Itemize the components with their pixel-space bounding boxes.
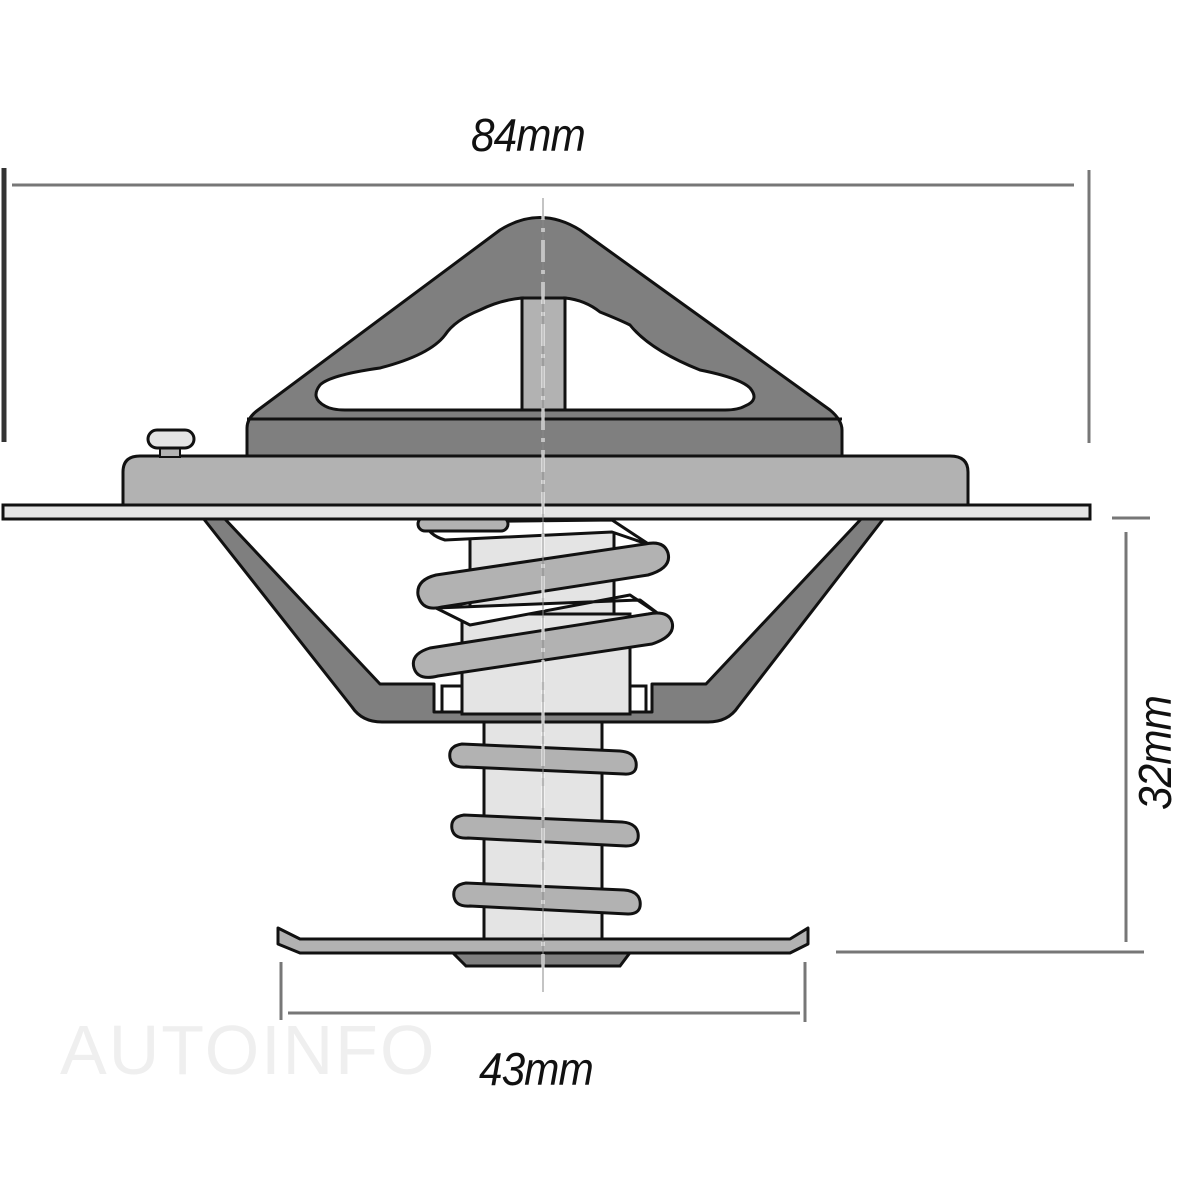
bridge-right-window — [563, 296, 756, 412]
watermark-logo: AUTOINFO — [60, 1011, 437, 1089]
lower-frame — [201, 516, 886, 724]
height-label: 32mm — [1129, 696, 1181, 810]
lower-coil-3 — [452, 881, 642, 916]
body-width-label: 43mm — [478, 1043, 594, 1095]
flange-plate — [1, 503, 1092, 521]
spring-back-coil-2 — [434, 593, 662, 627]
overall-width-label: 84mm — [470, 109, 586, 161]
lower-coil-2 — [450, 813, 640, 848]
lower-spring — [448, 742, 642, 916]
main-body — [121, 454, 970, 507]
bridge-left-window — [314, 296, 524, 412]
dimension-lines — [1, 168, 1150, 1022]
pin-head — [146, 428, 196, 450]
